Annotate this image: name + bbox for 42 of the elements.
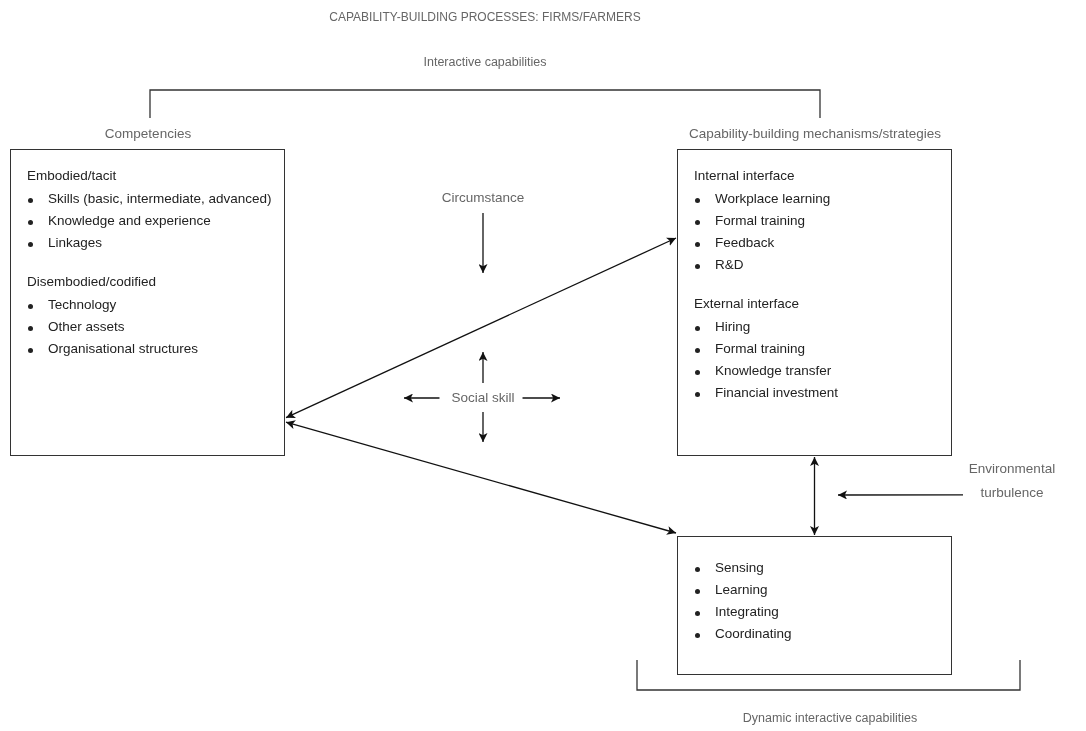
list-item: Other assets: [48, 318, 126, 336]
list-item: Sensing: [715, 559, 765, 577]
list-item: Knowledge transfer: [715, 362, 833, 380]
list-item: Formal training: [715, 212, 807, 230]
arrow: [478, 212, 488, 274]
bracket-label: Interactive capabilities: [423, 55, 547, 69]
list-item: Learning: [715, 581, 769, 599]
section-heading: Embodied/tacit: [27, 168, 117, 183]
list-item: Formal training: [715, 340, 807, 358]
annotation-text: Environmental turbulence: [966, 457, 1058, 505]
arrow: [478, 351, 488, 384]
text-box: [10, 149, 285, 456]
text-box: [677, 536, 952, 675]
arrow: [403, 393, 441, 403]
text-box: [677, 149, 952, 456]
arrow: [285, 237, 677, 419]
bracket-label: Dynamic interactive capabilities: [742, 711, 918, 725]
list-item: Workplace learning: [715, 190, 832, 208]
section-heading: External interface: [694, 296, 800, 311]
section-heading: Disembodied/codified: [27, 274, 157, 289]
arrow: [478, 411, 488, 443]
list-item: Hiring: [715, 318, 752, 336]
annotation-text: Social skill: [451, 386, 515, 410]
list-item: R&D: [715, 256, 745, 274]
list-item: Skills (basic, intermediate, advanced): [48, 190, 273, 208]
arrow: [810, 456, 819, 536]
list-item: Technology: [48, 296, 118, 314]
list-item: Organisational structures: [48, 340, 200, 358]
list-item: Knowledge and experience: [48, 212, 212, 230]
list-item: Integrating: [715, 603, 780, 621]
list-item: Linkages: [48, 234, 104, 252]
box-heading: Competencies: [104, 126, 192, 141]
list-item: Feedback: [715, 234, 776, 252]
box-heading: Capability-building mechanisms/strategies: [688, 126, 942, 141]
arrow: [837, 490, 964, 500]
annotation-text: Circumstance: [441, 186, 525, 210]
list-item: Coordinating: [715, 625, 793, 643]
list-item: Financial investment: [715, 384, 840, 402]
diagram-title: CAPABILITY-BUILDING PROCESSES: FIRMS/FARMERS: [329, 10, 641, 24]
arrow: [521, 393, 561, 403]
section-heading: Internal interface: [694, 168, 795, 183]
arrow: [285, 420, 677, 535]
